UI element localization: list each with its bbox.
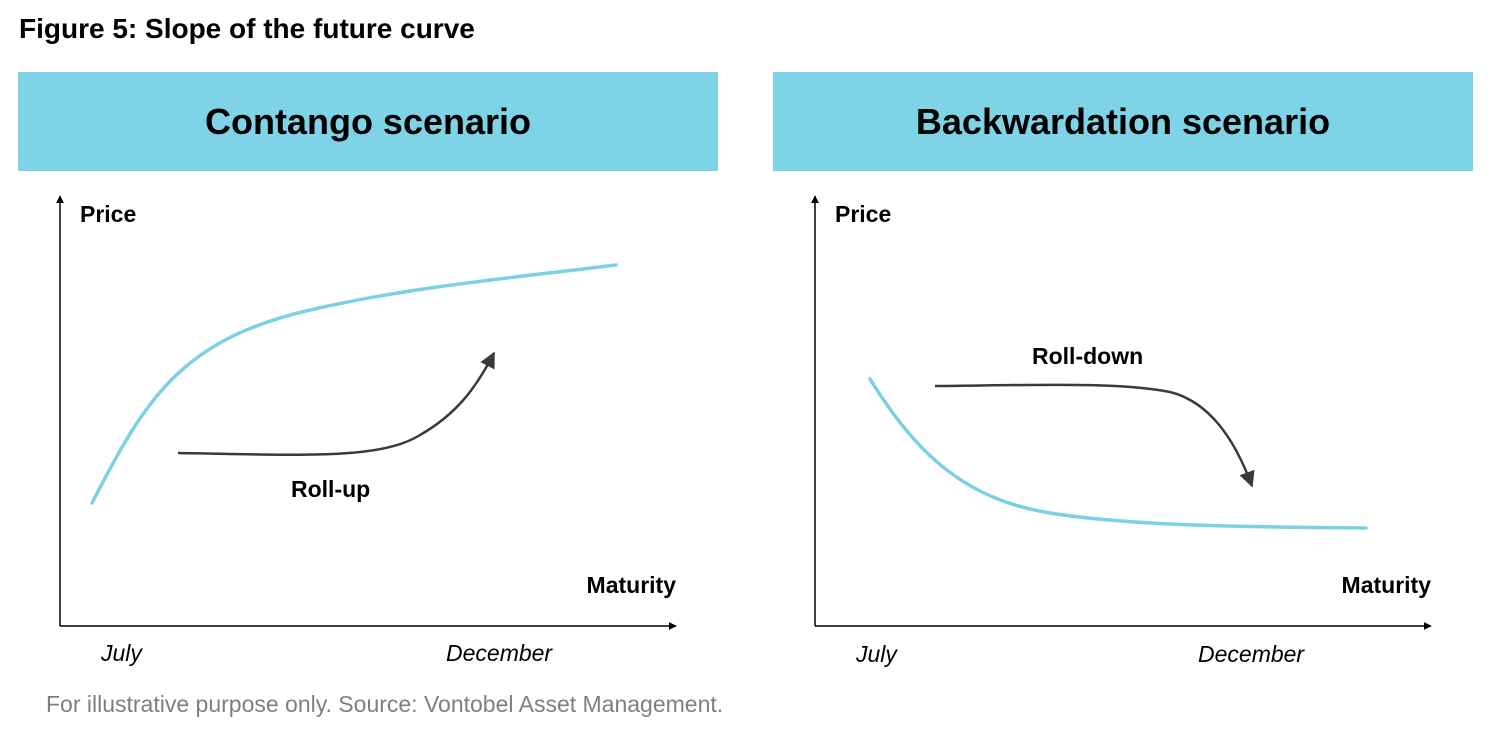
figure-title: Figure 5: Slope of the future curve bbox=[19, 13, 475, 44]
contango-banner: Contango scenario bbox=[18, 72, 718, 171]
roll-up-arrow bbox=[177, 351, 496, 457]
backwardation-x-axis-label: Maturity bbox=[1342, 572, 1432, 598]
backwardation-panel: Price Maturity July December Roll-down bbox=[811, 195, 1432, 667]
contango-curve bbox=[90, 263, 618, 505]
backwardation-curve bbox=[868, 377, 1368, 530]
contango-x-axis-label: Maturity bbox=[587, 572, 677, 598]
source-note: For illustrative purpose only. Source: V… bbox=[46, 691, 724, 717]
contango-december-label: December bbox=[446, 640, 553, 666]
backwardation-y-axis-label: Price bbox=[835, 201, 891, 227]
contango-panel: Price Maturity July December Roll-up bbox=[56, 195, 677, 666]
roll-down-arrow bbox=[934, 383, 1255, 488]
backwardation-banner: Backwardation scenario bbox=[773, 72, 1473, 171]
contango-y-axis-label: Price bbox=[80, 201, 136, 227]
roll-up-label: Roll-up bbox=[291, 476, 370, 502]
backwardation-december-label: December bbox=[1198, 641, 1305, 667]
backwardation-july-label: July bbox=[855, 641, 898, 667]
roll-down-label: Roll-down bbox=[1032, 343, 1143, 369]
contango-july-label: July bbox=[100, 640, 143, 666]
